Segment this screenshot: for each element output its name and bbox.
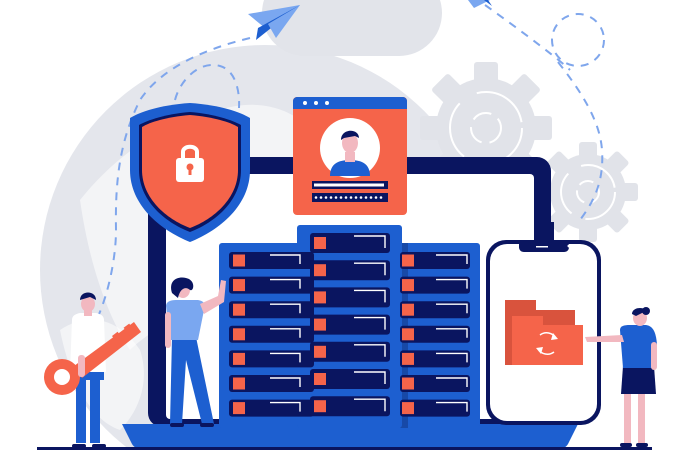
server-unit-right bbox=[400, 252, 470, 269]
server-unit-right bbox=[400, 350, 470, 368]
ground-line bbox=[37, 447, 652, 450]
status-led bbox=[314, 345, 326, 358]
gear-icon-small bbox=[538, 142, 638, 242]
person-woman-pointing bbox=[585, 307, 657, 447]
status-led bbox=[233, 352, 245, 365]
status-led bbox=[402, 352, 414, 365]
cloud-shape bbox=[262, 0, 442, 56]
status-led bbox=[402, 254, 414, 267]
status-led bbox=[314, 400, 326, 413]
server-unit-right bbox=[400, 325, 470, 343]
window-dots bbox=[303, 101, 329, 105]
server-unit-left bbox=[229, 301, 314, 319]
server-unit-left bbox=[229, 325, 314, 343]
server-unit-center bbox=[310, 341, 390, 362]
status-led bbox=[233, 303, 245, 316]
status-led bbox=[402, 279, 414, 292]
server-unit-center bbox=[310, 396, 390, 417]
key-icon bbox=[44, 322, 141, 395]
status-led bbox=[233, 254, 245, 267]
server-unit-center bbox=[310, 287, 390, 308]
status-led bbox=[314, 237, 326, 249]
status-led bbox=[314, 291, 326, 304]
person-man-with-key bbox=[44, 292, 141, 448]
server-unit-center bbox=[310, 260, 390, 281]
security-shield[interactable] bbox=[130, 103, 250, 242]
server-unit-right bbox=[400, 399, 470, 417]
server-unit-center bbox=[310, 233, 390, 253]
status-led bbox=[402, 402, 414, 415]
server-unit-right bbox=[400, 301, 470, 319]
flight-path-dashes bbox=[77, 4, 605, 346]
status-led bbox=[233, 279, 245, 292]
server-unit-left bbox=[229, 276, 314, 294]
status-led bbox=[233, 402, 245, 415]
server-unit-center bbox=[310, 369, 390, 389]
person-woman-leaning bbox=[165, 277, 226, 427]
status-led bbox=[233, 377, 245, 390]
status-led bbox=[233, 328, 245, 341]
paper-airplane-icon-small bbox=[468, 0, 492, 8]
status-led bbox=[314, 318, 326, 331]
status-led bbox=[314, 373, 326, 385]
status-led bbox=[402, 328, 414, 341]
server-unit-right bbox=[400, 276, 470, 294]
server-unit-left bbox=[229, 350, 314, 368]
server-unit-center bbox=[310, 314, 390, 335]
paper-airplane-icon bbox=[248, 5, 300, 40]
server-unit-right bbox=[400, 375, 470, 392]
status-led bbox=[402, 303, 414, 316]
status-led bbox=[402, 377, 414, 390]
server-unit-left bbox=[229, 252, 314, 269]
user-avatar bbox=[320, 118, 380, 178]
server-units bbox=[229, 233, 470, 417]
padlock-icon bbox=[176, 144, 204, 182]
server-unit-left bbox=[229, 399, 314, 417]
smartphone[interactable] bbox=[486, 222, 601, 425]
profile-login-window[interactable] bbox=[293, 97, 407, 215]
sync-folder-icon[interactable] bbox=[505, 300, 583, 365]
status-led bbox=[314, 264, 326, 277]
server-unit-left bbox=[229, 375, 314, 392]
